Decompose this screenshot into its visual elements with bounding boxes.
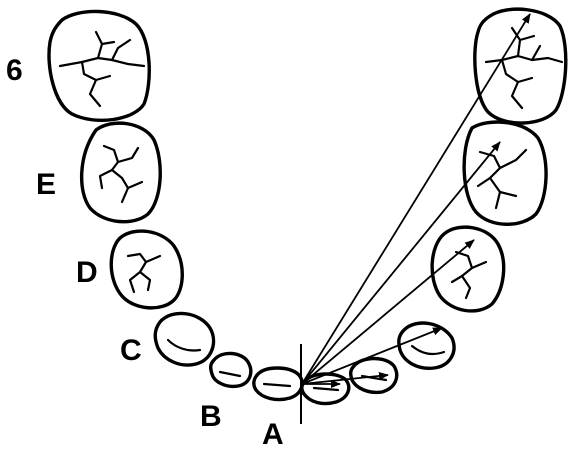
label-tooth-c: C <box>120 334 142 367</box>
left-central-incisor-a <box>252 366 304 402</box>
left-lateral-incisor-b <box>208 351 253 389</box>
label-tooth-d: D <box>76 256 98 289</box>
right-second-primary-molar <box>462 120 548 226</box>
arrow-to-second-primary-molar <box>301 141 501 385</box>
label-tooth-b: B <box>200 400 222 433</box>
label-tooth-a: A <box>262 418 284 449</box>
arrow-to-first-primary-molar <box>301 239 475 385</box>
left-first-primary-molar-d <box>109 229 184 310</box>
left-primary-canine-c <box>153 311 216 367</box>
right-first-primary-molar <box>430 225 506 313</box>
left-second-primary-molar-e <box>80 121 162 224</box>
arrow-to-canine <box>301 327 443 385</box>
right-first-molar <box>473 7 568 125</box>
right-primary-canine <box>397 321 456 370</box>
label-tooth-e: E <box>36 168 56 201</box>
right-lateral-incisor <box>348 356 399 395</box>
arrow-to-lateral-incisor <box>301 371 389 385</box>
left-first-molar <box>47 9 151 122</box>
measurement-lines <box>301 13 531 388</box>
label-tooth-6: 6 <box>6 54 23 87</box>
arrow-to-first-molar <box>301 13 531 385</box>
